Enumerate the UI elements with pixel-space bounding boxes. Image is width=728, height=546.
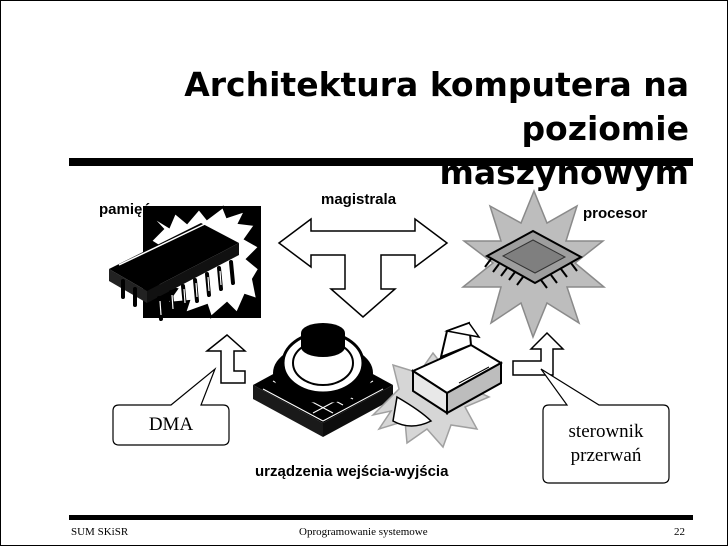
cpu-label: procesor	[583, 205, 648, 222]
interrupt-arrow-icon	[512, 331, 565, 376]
printer-icon	[370, 321, 503, 449]
footer-left: SUM SKiSR	[71, 526, 129, 538]
title-line-1: Architektura komputera na poziomie	[184, 65, 689, 148]
memory-label: pamięć	[99, 201, 151, 218]
processor-chip-icon	[460, 189, 607, 340]
interrupt-callout-box	[540, 368, 670, 484]
cooler-fan-icon	[253, 323, 393, 437]
interrupt-callout-text: sterownik przerwań	[543, 420, 669, 468]
bus-label: magistrala	[321, 191, 397, 208]
interrupt-line-2: przerwań	[570, 445, 642, 466]
dma-callout-box	[112, 367, 230, 446]
page-number: 22	[674, 526, 685, 538]
bus-arrows-icon	[277, 217, 449, 318]
dma-callout-text: DMA	[148, 414, 194, 435]
footer-divider	[69, 515, 693, 520]
memory-chip-icon	[109, 205, 261, 321]
dma-arrow-icon	[204, 334, 247, 384]
title-divider	[69, 158, 693, 166]
interrupt-line-1: sterownik	[568, 421, 644, 442]
io-devices-label: urządzenia wejścia-wyjścia	[255, 463, 449, 480]
footer-center: Oprogramowanie systemowe	[299, 526, 428, 538]
